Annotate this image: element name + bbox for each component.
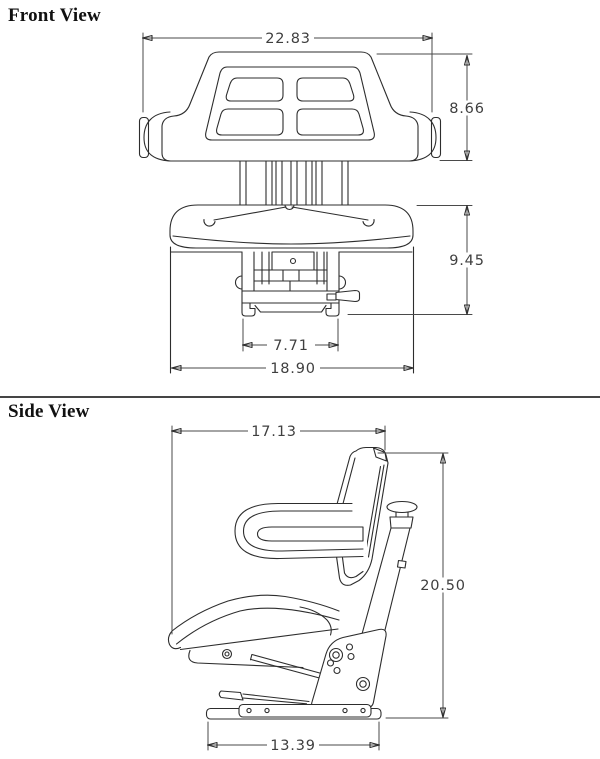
dimension-cushion-width: 18.90	[172, 360, 413, 377]
cushion-side	[167, 594, 340, 682]
cushion-top-curve	[171, 594, 340, 632]
foot-right	[325, 302, 340, 317]
bracket-pin-4	[333, 666, 341, 675]
svg-text:9.45: 9.45	[449, 253, 485, 269]
svg-text:18.90: 18.90	[270, 361, 316, 377]
slide-lever-rod-top	[242, 693, 310, 703]
cushion-band-seam	[172, 235, 411, 245]
dimension-overall-width: 22.83	[143, 30, 432, 113]
bracket-hole-1-inner	[332, 651, 340, 659]
cushion-front	[169, 204, 415, 374]
cushion-lower-curve	[175, 607, 340, 645]
knob-collar	[389, 516, 414, 529]
backrest-top-cap	[372, 447, 388, 462]
armrest-support-tube	[256, 526, 364, 542]
lever-stem	[326, 293, 337, 301]
dimension-overall-height: 20.50	[377, 452, 469, 719]
suspension-mechanism-front	[234, 251, 361, 317]
front-view-title: Front View	[8, 5, 101, 26]
svg-text:7.71: 7.71	[273, 338, 309, 354]
center-guide-block	[271, 251, 315, 271]
dimension-backrest-height: 8.66	[376, 53, 492, 161]
adjust-lever-front	[335, 289, 361, 303]
suspension-bracket	[311, 628, 387, 709]
rail-rivet-3	[342, 707, 348, 714]
upper-rail	[238, 703, 372, 718]
side-view-title: Side View	[8, 401, 90, 422]
seat-pan	[188, 649, 304, 669]
front-view-drawing: 22.83 8.66 9.45 7.71	[138, 30, 492, 377]
pad-top-right	[296, 77, 355, 102]
svg-text:22.83: 22.83	[265, 31, 311, 47]
svg-text:20.50: 20.50	[420, 578, 466, 594]
bracket-plate-outline	[311, 628, 387, 709]
backrest-inner-outline	[205, 66, 375, 141]
slide-rails	[205, 690, 382, 720]
cushion-front-lip	[167, 630, 182, 650]
dimension-suspension-base-width: 7.71	[243, 318, 338, 354]
ear-tab-left	[234, 275, 243, 290]
svg-text:13.39: 13.39	[270, 738, 316, 754]
left-bolster-dome	[143, 111, 171, 162]
post-tab	[396, 559, 407, 569]
svg-text:8.66: 8.66	[449, 101, 485, 117]
center-bolt	[289, 257, 297, 265]
base-plate-front	[254, 304, 327, 313]
cushion-rear-roll	[299, 606, 332, 636]
pad-bottom-right	[296, 108, 364, 136]
cushion-center-notch	[284, 204, 295, 211]
rail-rivet-2	[264, 707, 270, 714]
slide-lever-handle	[218, 690, 244, 701]
linkage-arm-bottom	[250, 658, 332, 682]
armrest-inner-outline	[242, 510, 364, 552]
bracket-pin-1	[345, 643, 354, 651]
rail-rivet-1	[246, 707, 252, 714]
bracket-pin-3	[326, 659, 335, 667]
adjuster-knob	[386, 500, 418, 514]
bracket-pin-2	[347, 652, 355, 661]
pad-top-left	[225, 77, 284, 102]
section-divider	[0, 396, 600, 398]
dimension-seat-depth: 17.13	[172, 423, 385, 635]
side-view-drawing: 17.13 20.50 13.39	[167, 423, 469, 754]
pad-bottom-left	[216, 108, 284, 136]
armrest-side	[234, 502, 367, 560]
rail-rivet-4	[360, 707, 366, 714]
backrest-front	[138, 51, 442, 162]
backrest-outline	[161, 51, 419, 162]
bracket-hole-2-inner	[359, 680, 367, 688]
cushion-seam-left	[213, 206, 287, 221]
linkage-arm-top	[251, 653, 334, 678]
cushion-underside	[179, 628, 339, 651]
foot-left	[241, 302, 256, 317]
backrest-slats	[239, 160, 349, 209]
ear-tab-right	[338, 275, 347, 290]
bracket-hole-1-outer	[328, 647, 344, 663]
cushion-seam-right	[291, 206, 369, 221]
right-bolster-dome	[409, 111, 437, 162]
dimension-lower-assembly-height: 9.45	[347, 205, 492, 315]
cushion-button-right	[362, 218, 375, 227]
pan-bolt-inner	[224, 651, 230, 657]
dimension-base-rail-length: 13.39	[208, 721, 379, 754]
slide-lever-rod-bottom	[242, 697, 308, 705]
svg-text:17.13: 17.13	[251, 424, 297, 440]
bracket-hole-2-outer	[355, 676, 371, 692]
armrest-outer-outline	[234, 502, 364, 560]
cushion-outline	[169, 204, 414, 249]
cushion-button-left	[203, 218, 216, 227]
pan-bolt-outer	[221, 648, 233, 660]
